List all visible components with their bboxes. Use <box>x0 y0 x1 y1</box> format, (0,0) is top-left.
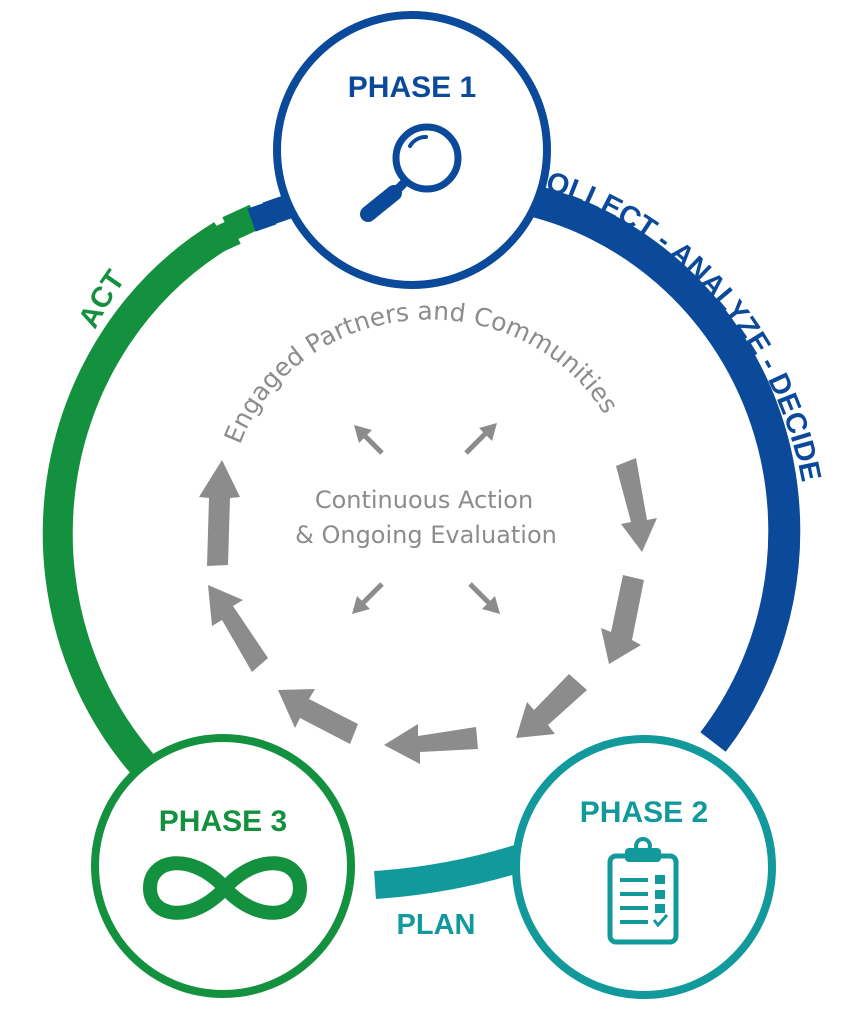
dash-blue <box>247 201 277 232</box>
center-text-line-1: Continuous Action <box>315 486 533 514</box>
cycle-arrow <box>384 724 478 764</box>
cycle-arrow <box>278 689 358 744</box>
collect-analyze-decide-arc <box>526 184 801 752</box>
cycle-arrow <box>199 460 240 566</box>
cycle-arrow <box>616 458 657 552</box>
plan-label: PLAN <box>397 909 476 941</box>
center-text-line-2: & Ongoing Evaluation <box>295 521 557 549</box>
act-arc <box>42 222 230 791</box>
cycle-arrow <box>516 674 587 738</box>
engaged-partners-ring-text: Engaged Partners and Communities <box>219 296 624 447</box>
plan-arc <box>374 844 525 899</box>
arrow-down-right-icon <box>468 582 500 614</box>
phase-2-title: PHASE 2 <box>580 796 708 829</box>
cycle-arrow <box>601 575 644 664</box>
inner-cycle-arrows <box>199 458 657 764</box>
arrow-down-left-icon <box>352 582 384 614</box>
phase-3-node: PHASE 3 <box>91 734 355 998</box>
outward-arrows <box>352 423 500 614</box>
phase-1-title: PHASE 1 <box>348 71 476 104</box>
phase-2-node: PHASE 2 <box>512 735 776 999</box>
magnifier-icon <box>360 123 462 222</box>
arrow-up-right-icon <box>464 423 497 455</box>
dash-green <box>222 204 261 242</box>
phase-1-node: PHASE 1 <box>273 11 551 289</box>
phase-3-circle <box>91 734 355 998</box>
dash-green <box>202 219 241 257</box>
phase-1-circle <box>273 11 551 289</box>
cycle-arrow <box>208 585 268 672</box>
phase-2-circle <box>512 735 776 999</box>
arrow-up-left-icon <box>354 425 384 455</box>
infinity-icon <box>143 856 307 920</box>
act-arc-dashes <box>202 195 292 257</box>
clipboard-checklist-icon <box>607 837 679 945</box>
phase-3-title: PHASE 3 <box>159 805 287 838</box>
dash-blue <box>262 195 292 226</box>
